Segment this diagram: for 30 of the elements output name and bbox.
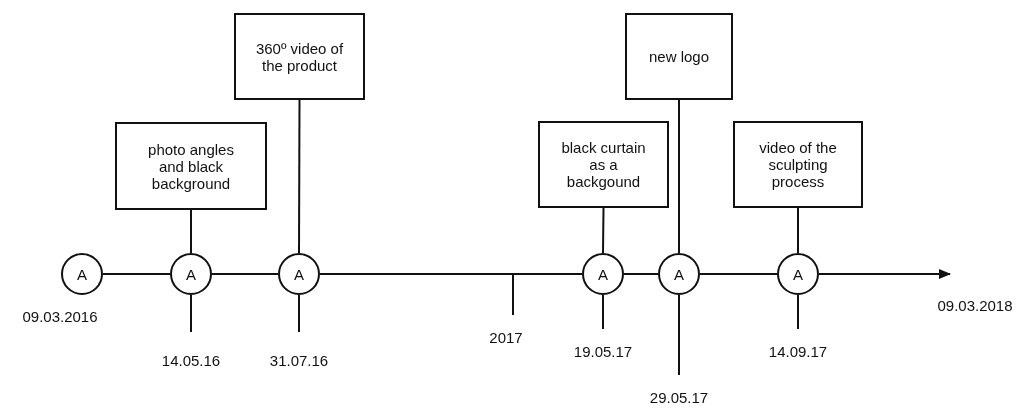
connector (623, 273, 659, 275)
connector (102, 273, 171, 275)
connector (319, 273, 583, 275)
event-box: black curtain as a backgound (538, 121, 669, 208)
event-box: new logo (625, 13, 733, 100)
connector (190, 209, 192, 254)
milestone-circle: A (582, 253, 624, 295)
connector (678, 99, 680, 254)
date-label: 29.05.17 (649, 388, 709, 406)
connector (298, 99, 301, 254)
date-label: 31.07.16 (269, 351, 329, 369)
date-label: 14.05.16 (161, 351, 221, 369)
event-box: video of the sculpting process (733, 121, 863, 208)
event-box: photo angles and black background (115, 122, 267, 210)
date-label: 09.03.2016 (22, 307, 98, 325)
date-label: 09.03.2018 (937, 296, 1013, 314)
connector (797, 207, 799, 254)
connector (699, 273, 778, 275)
arrow (818, 269, 951, 279)
connector (211, 273, 279, 275)
date-label: 19.05.17 (573, 342, 633, 360)
connector (602, 207, 605, 254)
event-box: 360º video of the product (234, 13, 365, 100)
milestone-circle: A (170, 253, 212, 295)
milestone-circle: A (61, 253, 103, 295)
milestone-circle: A (658, 253, 700, 295)
date-label: 14.09.17 (768, 342, 828, 360)
milestone-circle: A (278, 253, 320, 295)
milestone-circle: A (777, 253, 819, 295)
date-label: 2017 (489, 328, 523, 346)
